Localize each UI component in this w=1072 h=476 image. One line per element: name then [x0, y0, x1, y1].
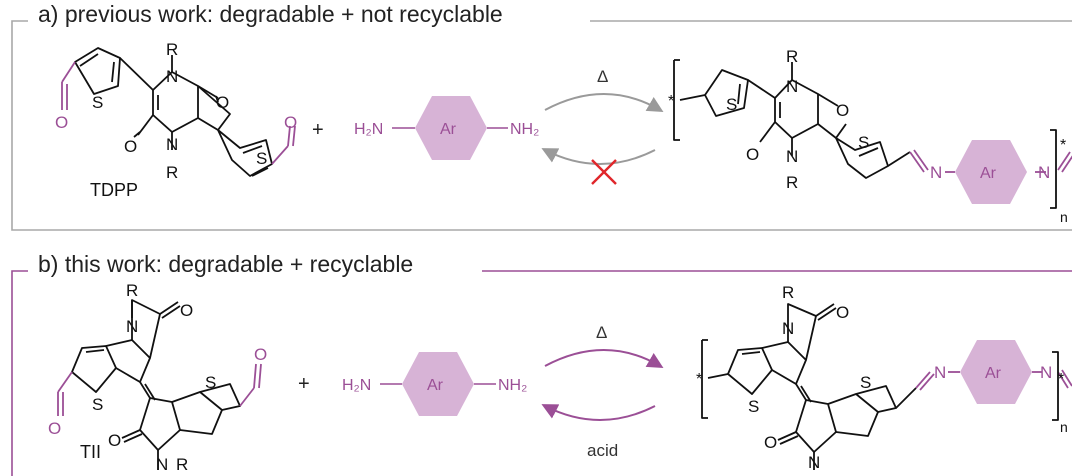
diamine-right: NH₂	[510, 121, 539, 138]
atom-o: O	[254, 345, 267, 364]
atom-s: S	[726, 95, 737, 114]
atom-s: S	[256, 149, 267, 168]
atom-n: N	[786, 147, 798, 166]
atom-r: R	[786, 173, 798, 192]
diamine-left: H₂N	[354, 121, 383, 138]
atom-n: N	[786, 77, 798, 96]
end-star: *	[1060, 137, 1066, 154]
atom-o: O	[180, 301, 193, 320]
blocked-cross	[591, 159, 617, 185]
ar-hexagon	[960, 340, 1032, 404]
atom-o: O	[284, 113, 297, 132]
atom-n: N	[166, 135, 178, 154]
atom-s: S	[92, 395, 103, 414]
equilibrium-b: Δ acid	[541, 323, 664, 460]
forward-arrow	[544, 349, 664, 369]
atom-n: N	[156, 455, 168, 474]
atom-n: N	[1038, 163, 1050, 182]
tdpp-monomer	[61, 47, 296, 177]
repeat-n: n	[1060, 209, 1068, 225]
tii-atom-labels: R N O S O S O N R O	[48, 281, 267, 474]
end-star: *	[696, 371, 702, 388]
tdpp-atom-labels: S O N R O O N R S O	[55, 40, 297, 182]
reverse-arrow	[541, 404, 656, 421]
plus-sign: +	[312, 119, 324, 141]
atom-o: O	[124, 137, 137, 156]
diamine-core: Ar	[440, 121, 457, 138]
forward-condition: Δ	[597, 67, 608, 86]
polymer-b-labels: * R N O S S O N R N Ar N * n	[696, 283, 1068, 472]
atom-n: N	[934, 363, 946, 382]
atom-s: S	[860, 373, 871, 392]
atom-o: O	[764, 433, 777, 452]
reverse-arrow	[541, 148, 656, 165]
ar-hexagon	[415, 96, 487, 160]
atom-o: O	[216, 93, 229, 112]
atom-s: S	[858, 133, 869, 152]
plus-sign: +	[298, 373, 310, 395]
atom-n: N	[126, 317, 138, 336]
tii-label: TII	[80, 442, 101, 462]
diamine-a: H₂N Ar NH₂	[354, 96, 539, 160]
atom-s: S	[92, 93, 103, 112]
forward-arrow	[544, 93, 664, 113]
atom-r: R	[166, 40, 178, 59]
atom-n: N	[808, 453, 820, 472]
atom-o: O	[48, 419, 61, 438]
atom-r: R	[166, 163, 178, 182]
panel-a-title: a) previous work: degradable + not recyc…	[30, 1, 511, 28]
ar-hexagon	[402, 352, 474, 416]
atom-n: N	[1040, 363, 1052, 382]
diamine-right: NH₂	[498, 377, 527, 394]
end-star: *	[668, 93, 674, 110]
atom-n: N	[930, 163, 942, 182]
atom-o: O	[55, 113, 68, 132]
panel-b-frame	[11, 270, 1072, 476]
atom-o: O	[836, 101, 849, 120]
repeat-n: n	[1060, 419, 1068, 435]
tii-monomer	[57, 299, 262, 470]
end-star: *	[1058, 371, 1064, 388]
atom-o: O	[746, 145, 759, 164]
panel-a-frame	[11, 20, 1072, 231]
reverse-condition: acid	[587, 441, 618, 460]
forward-condition: Δ	[596, 323, 607, 342]
polymer-b	[701, 303, 1072, 470]
atom-n: N	[782, 319, 794, 338]
tdpp-label: TDPP	[90, 180, 138, 200]
atom-r: R	[782, 283, 794, 302]
polymer-a	[673, 59, 1072, 209]
equilibrium-a: Δ	[541, 67, 664, 185]
diamine-left: H₂N	[342, 377, 371, 394]
polymer-a-labels: * S N R O O N R S N Ar N * n	[668, 47, 1068, 225]
panel-b-title: b) this work: degradable + recyclable	[30, 251, 422, 278]
atom-s: S	[748, 397, 759, 416]
atom-n: N	[166, 67, 178, 86]
atom-r: R	[786, 47, 798, 66]
diamine-core: Ar	[980, 165, 997, 182]
diamine-core: Ar	[985, 365, 1002, 382]
diamine-core: Ar	[427, 377, 444, 394]
diamine-b: H₂N Ar NH₂	[342, 352, 527, 416]
ar-hexagon	[955, 140, 1027, 204]
atom-o: O	[108, 431, 121, 450]
atom-r: R	[126, 281, 138, 300]
atom-o: O	[836, 303, 849, 322]
atom-s: S	[205, 373, 216, 392]
atom-r: R	[176, 455, 188, 474]
